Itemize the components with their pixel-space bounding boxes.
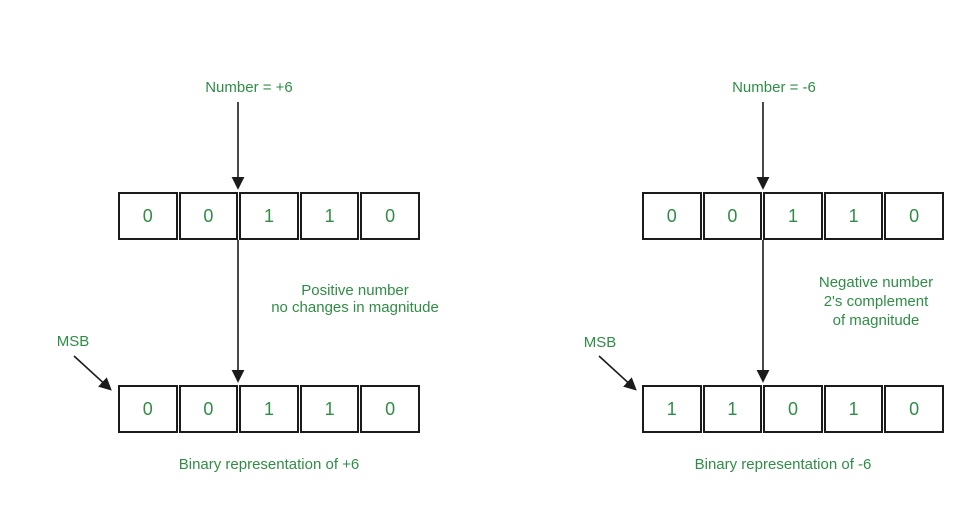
right-transform-note: Negative number 2's complement of magnit… (819, 273, 933, 330)
right-msb-arrow-icon (598, 355, 637, 391)
bit-cell: 1 (763, 192, 823, 240)
right-bottom-bit-box: 1 1 0 1 0 (642, 385, 944, 433)
right-top-bit-box: 0 0 1 1 0 (642, 192, 944, 240)
bit-cell: 1 (299, 192, 360, 240)
right-transform-note-line1: Negative number (818, 274, 934, 291)
bit-cell: 1 (239, 385, 299, 433)
right-transform-note-line2: 2's complement (823, 293, 929, 310)
bit-cell: 0 (642, 192, 702, 240)
bit-cell: 0 (702, 192, 763, 240)
left-transform-note-line2: no changes in magnitude (271, 299, 439, 316)
left-msb-label: MSB (56, 333, 90, 350)
left-caption: Binary representation of +6 (178, 456, 360, 473)
left-top-bit-box: 0 0 1 1 0 (118, 192, 420, 240)
right-caption: Binary representation of -6 (694, 456, 872, 473)
bit-cell: 0 (360, 385, 420, 433)
bit-cell: 0 (884, 192, 944, 240)
bit-cell: 0 (884, 385, 944, 433)
bit-cell: 1 (642, 385, 702, 433)
left-transform-note: Positive number no changes in magnitude (271, 282, 439, 316)
bit-cell: 1 (823, 385, 884, 433)
left-number-label: Number = +6 (205, 79, 293, 96)
bit-cell: 1 (702, 385, 763, 433)
bit-cell: 0 (118, 385, 178, 433)
bit-cell: 1 (823, 192, 884, 240)
bit-cell: 1 (299, 385, 360, 433)
right-number-label: Number = -6 (732, 79, 816, 96)
left-msb-arrow-icon (73, 355, 112, 391)
left-transform-note-line1: Positive number (301, 282, 409, 299)
bit-cell: 0 (178, 385, 239, 433)
bit-cell: 0 (360, 192, 420, 240)
bit-cell: 0 (763, 385, 823, 433)
bit-cell: 1 (239, 192, 299, 240)
left-bottom-bit-box: 0 0 1 1 0 (118, 385, 420, 433)
right-transform-note-line3: of magnitude (832, 312, 920, 329)
right-msb-label: MSB (583, 334, 617, 351)
bit-cell: 0 (178, 192, 239, 240)
bit-cell: 0 (118, 192, 178, 240)
